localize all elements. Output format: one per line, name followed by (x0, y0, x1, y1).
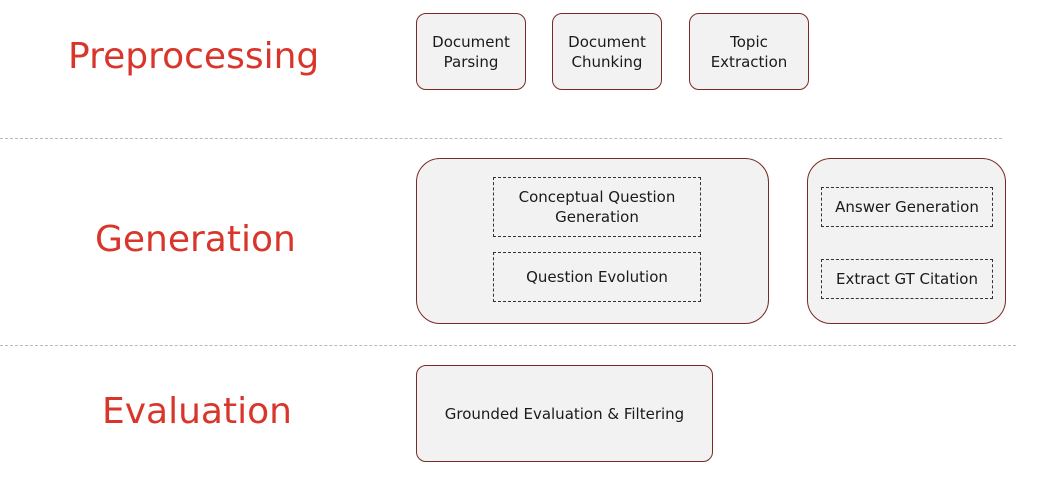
conceptual-question-line2: Generation (555, 208, 639, 226)
step-topic-extraction: Topic Extraction (689, 13, 809, 90)
conceptual-question-generation: Conceptual Question Generation (493, 177, 701, 237)
question-generation-group: Conceptual Question Generation Question … (416, 158, 769, 324)
divider-generation-evaluation (0, 345, 1016, 346)
divider-preprocessing-generation (0, 138, 1002, 139)
grounded-evaluation-filtering: Grounded Evaluation & Filtering (416, 365, 713, 462)
step-document-parsing-line1: Document (432, 32, 510, 51)
step-topic-extraction-line1: Topic (730, 32, 768, 51)
stage-label-preprocessing: Preprocessing (68, 36, 320, 77)
extract-gt-citation: Extract GT Citation (821, 259, 993, 299)
answer-generation-group: Answer Generation Extract GT Citation (807, 158, 1006, 324)
question-evolution: Question Evolution (493, 252, 701, 302)
step-document-chunking-line1: Document (568, 32, 646, 51)
step-topic-extraction-line2: Extraction (710, 52, 788, 71)
conceptual-question-line1: Conceptual Question (518, 188, 676, 206)
stage-label-evaluation: Evaluation (102, 391, 292, 432)
step-document-parsing: Document Parsing (416, 13, 526, 90)
answer-generation: Answer Generation (821, 187, 993, 227)
stage-label-generation: Generation (95, 219, 296, 260)
step-document-chunking: Document Chunking (552, 13, 662, 90)
step-document-chunking-line2: Chunking (571, 52, 643, 71)
step-document-parsing-line2: Parsing (443, 52, 499, 71)
